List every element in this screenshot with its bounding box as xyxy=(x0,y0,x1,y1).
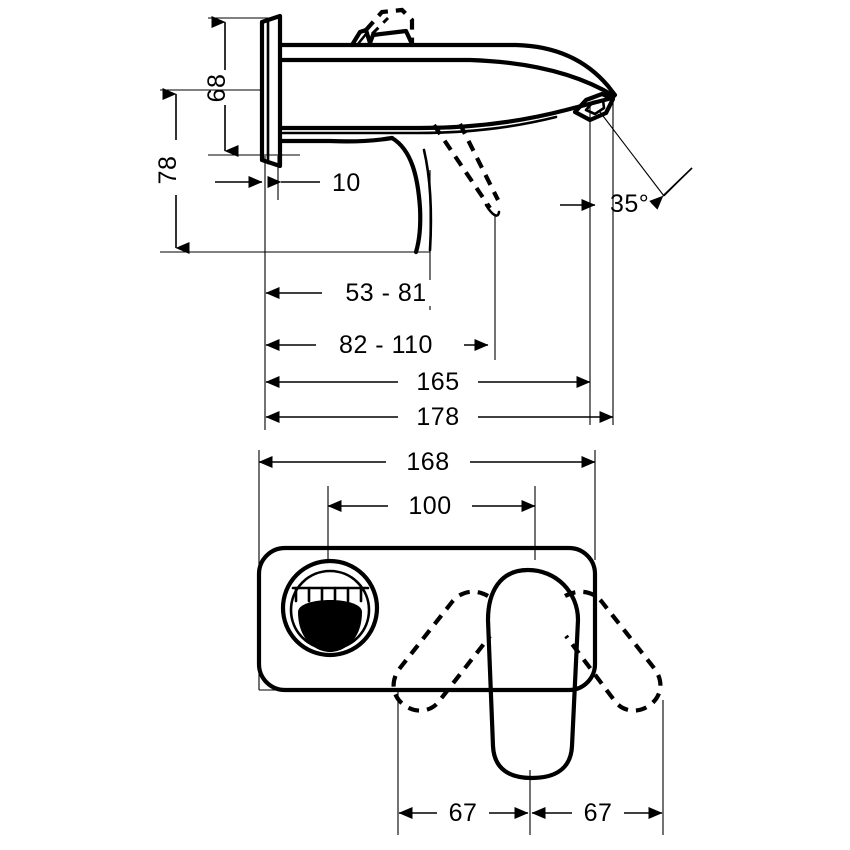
dimension-82-110: 82 - 110 xyxy=(265,331,489,359)
handle-swivel-dashed-front xyxy=(391,589,663,713)
dimension-165-label: 165 xyxy=(416,368,459,396)
lever-handle-side xyxy=(349,7,415,48)
dimension-168: 168 xyxy=(258,448,596,476)
side-extension-lines xyxy=(160,17,614,430)
handle-swivel-dashed-side xyxy=(432,123,501,217)
spout-under-profile xyxy=(389,135,433,255)
dimension-53-81: 53 - 81 xyxy=(265,279,450,307)
dimension-168-label: 168 xyxy=(406,448,449,476)
spout-aerator-tip xyxy=(572,91,616,123)
dimension-10: 10 xyxy=(215,169,361,197)
dimension-68: 68 xyxy=(203,16,239,157)
dimension-100: 100 xyxy=(327,492,536,520)
mounting-plate-front xyxy=(256,545,598,693)
dimension-35-degrees: 35° xyxy=(560,111,693,218)
dimension-178-label: 178 xyxy=(416,403,459,431)
wall-escutcheon xyxy=(259,13,283,169)
spout-side-profile xyxy=(277,42,618,144)
dimension-67-right: 67 xyxy=(531,799,663,827)
dimension-82-110-label: 82 - 110 xyxy=(339,331,433,359)
dimension-178: 178 xyxy=(265,403,614,431)
dimension-78-label: 78 xyxy=(154,156,182,185)
dimension-10-label: 10 xyxy=(332,169,361,197)
side-elevation-view: 68 78 10 35° xyxy=(154,7,693,431)
dimension-67-left-label: 67 xyxy=(449,799,478,827)
dimension-68-label: 68 xyxy=(203,74,231,103)
front-elevation-view: 168 100 xyxy=(256,448,664,835)
lever-handle-front xyxy=(485,567,581,781)
dimension-78: 78 xyxy=(154,88,190,254)
dimension-165: 165 xyxy=(265,368,591,396)
dimension-100-label: 100 xyxy=(408,492,451,520)
dimension-35-degrees-label: 35° xyxy=(610,190,649,218)
dimension-67-right-label: 67 xyxy=(584,799,613,827)
dimension-67-left: 67 xyxy=(398,799,529,827)
spout-outlet-hole xyxy=(280,558,380,658)
dimension-53-81-label: 53 - 81 xyxy=(345,279,426,307)
